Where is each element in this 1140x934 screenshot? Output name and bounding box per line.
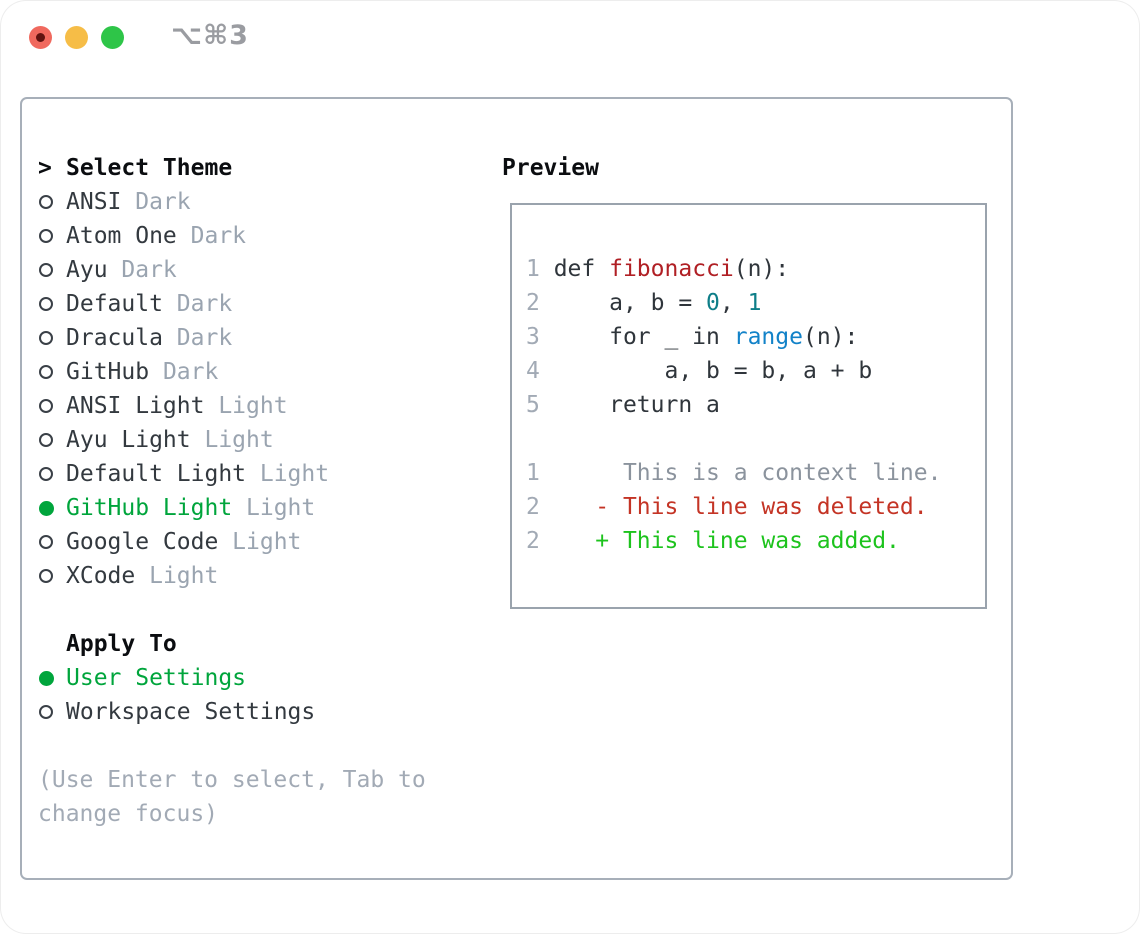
preview-code-line: 1 def fibonacci(n): bbox=[526, 256, 790, 282]
radio-selected-icon bbox=[38, 670, 66, 686]
radio-unselected-icon bbox=[38, 365, 66, 379]
apply-to-option-user-settings[interactable]: User Settings bbox=[22, 661, 500, 695]
theme-variant-tag: Light bbox=[218, 393, 288, 419]
theme-option-label: GitHub Light bbox=[66, 495, 233, 521]
preview-code-line: 4 a, b = b, a + b bbox=[526, 358, 873, 384]
preview-code-line: 2 + This line was added. bbox=[526, 528, 900, 554]
theme-variant-tag: Dark bbox=[162, 359, 219, 385]
theme-option-default-light[interactable]: Default Light Light bbox=[22, 457, 500, 491]
apply-to-option-workspace-settings[interactable]: Workspace Settings bbox=[22, 695, 500, 729]
radio-unselected-icon bbox=[38, 195, 66, 209]
preview-code-line: 2 - This line was deleted. bbox=[526, 494, 928, 520]
preview-code: 1 def fibonacci(n): 2 a, b = 0, 1 3 for _ … bbox=[526, 252, 985, 558]
preview-code-line: 2 a, b = 0, 1 bbox=[526, 290, 762, 316]
theme-variant-tag: Light bbox=[149, 563, 219, 589]
theme-option-github[interactable]: GitHub Dark bbox=[22, 355, 500, 389]
list-gap bbox=[22, 593, 500, 627]
theme-variant-tag: Light bbox=[259, 461, 330, 487]
theme-variant-tag: Dark bbox=[135, 189, 191, 215]
radio-unselected-icon bbox=[38, 705, 66, 719]
close-button-icon[interactable] bbox=[29, 26, 52, 49]
radio-selected-icon bbox=[38, 500, 66, 516]
theme-variant-tag: Light bbox=[232, 529, 302, 555]
minimize-button-icon[interactable] bbox=[65, 26, 88, 49]
preview-code-line: 5 return a bbox=[526, 392, 720, 418]
radio-unselected-icon bbox=[38, 467, 66, 481]
theme-option-dracula[interactable]: Dracula Dark bbox=[22, 321, 500, 355]
apply-to-option-label: User Settings bbox=[66, 665, 247, 691]
theme-option-label: Google Code bbox=[66, 529, 219, 555]
theme-option-label: XCode bbox=[66, 563, 136, 589]
window-title: ⌥⌘3 bbox=[171, 20, 249, 51]
theme-option-github-light[interactable]: GitHub Light Light bbox=[22, 491, 500, 525]
preview-title: Preview bbox=[502, 155, 599, 181]
zoom-button-icon[interactable] bbox=[101, 26, 124, 49]
apply-to-header-row: Apply To bbox=[22, 627, 500, 661]
select-theme-header-row: > Select Theme bbox=[22, 151, 500, 185]
theme-variant-tag: Dark bbox=[121, 257, 177, 283]
radio-unselected-icon bbox=[38, 433, 66, 447]
radio-unselected-icon bbox=[38, 535, 66, 549]
theme-option-label: Ayu bbox=[66, 257, 108, 283]
theme-option-label: Ayu Light bbox=[66, 427, 191, 453]
theme-option-label: ANSI Light bbox=[66, 393, 205, 419]
theme-option-default[interactable]: Default Dark bbox=[22, 287, 500, 321]
theme-variant-tag: Light bbox=[246, 495, 316, 521]
apply-to-title: Apply To bbox=[66, 631, 177, 657]
theme-variant-tag: Light bbox=[204, 427, 274, 453]
theme-option-label: Atom One bbox=[66, 223, 177, 249]
theme-option-ayu-light[interactable]: Ayu Light Light bbox=[22, 423, 500, 457]
radio-unselected-icon bbox=[38, 569, 66, 583]
radio-unselected-icon bbox=[38, 331, 66, 345]
radio-unselected-icon bbox=[38, 399, 66, 413]
preview-code-line: 3 for _ in range(n): bbox=[526, 324, 859, 350]
theme-option-atom-one[interactable]: Atom One Dark bbox=[22, 219, 500, 253]
radio-unselected-icon bbox=[38, 297, 66, 311]
apply-to-option-label: Workspace Settings bbox=[66, 699, 316, 725]
theme-option-ansi-light[interactable]: ANSI Light Light bbox=[22, 389, 500, 423]
theme-option-label: Default bbox=[66, 291, 163, 317]
preview-code-line bbox=[526, 422, 985, 456]
help-text-line-2: change focus) bbox=[38, 801, 219, 827]
theme-option-label: Dracula bbox=[66, 325, 163, 351]
radio-unselected-icon bbox=[38, 229, 66, 243]
theme-option-ansi[interactable]: ANSI Dark bbox=[22, 185, 500, 219]
help-text-line-1: (Use Enter to select, Tab to bbox=[38, 767, 426, 793]
theme-option-label: GitHub bbox=[66, 359, 150, 385]
theme-option-label: ANSI bbox=[66, 189, 122, 215]
preview-code-box: 1 def fibonacci(n): 2 a, b = 0, 1 3 for _ … bbox=[510, 203, 987, 609]
theme-variant-tag: Dark bbox=[190, 223, 247, 249]
help-gap bbox=[22, 729, 500, 763]
preview-code-line: 1 This is a context line. bbox=[526, 460, 942, 486]
theme-variant-tag: Dark bbox=[176, 291, 233, 317]
theme-option-label: Default Light bbox=[66, 461, 247, 487]
focus-chevron-icon: > bbox=[38, 155, 52, 181]
theme-option-xcode[interactable]: XCode Light bbox=[22, 559, 500, 593]
radio-unselected-icon bbox=[38, 263, 66, 277]
theme-variant-tag: Dark bbox=[176, 325, 233, 351]
theme-option-google-code[interactable]: Google Code Light bbox=[22, 525, 500, 559]
select-theme-title: Select Theme bbox=[66, 155, 233, 181]
theme-option-ayu[interactable]: Ayu Dark bbox=[22, 253, 500, 287]
